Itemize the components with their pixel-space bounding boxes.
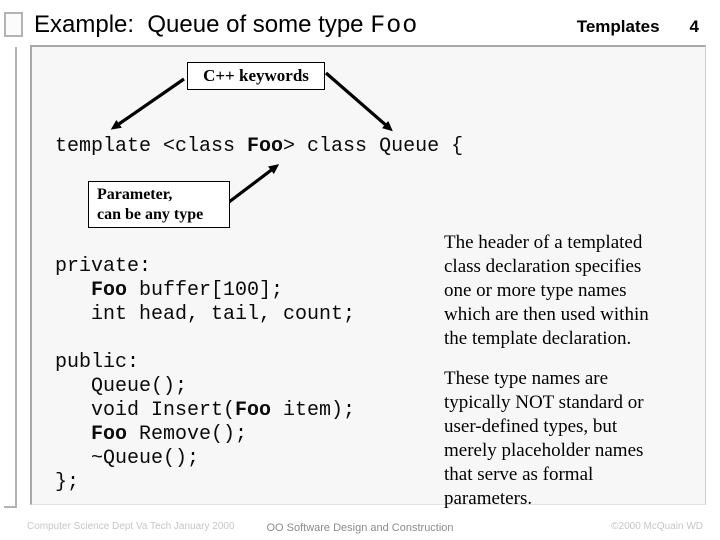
parameter-callout-line1: Parameter, — [97, 186, 173, 203]
code-line: ~Queue(); — [55, 447, 200, 470]
template-declaration-code: template <class Foo> class Queue { — [55, 135, 463, 159]
header-right: Templates 4 — [577, 17, 699, 37]
parameter-callout-line2: can be any type — [97, 206, 204, 223]
explanation-paragraph-1: The header of a templated class declarat… — [444, 232, 649, 349]
page-title-code-term: Foo — [370, 11, 419, 40]
left-rule-line — [15, 47, 17, 508]
page-number: 4 — [689, 17, 699, 36]
left-rule-line-foot — [4, 506, 17, 508]
page-title-text: Example: Queue of some type — [34, 11, 371, 38]
code-line: Queue(); — [55, 375, 188, 398]
footer-department: Computer Science Dept Va Tech January 20… — [27, 521, 235, 532]
section-label: Templates — [576, 17, 660, 36]
code-line: void Insert(Foo item); — [55, 399, 356, 422]
page-title: Example: Queue of some type Foo — [34, 9, 418, 42]
code-line: Foo buffer[100]; — [91, 279, 284, 302]
code-line: private: — [55, 255, 152, 278]
footer-copyright: ©2000 McQuain WD — [611, 521, 703, 532]
footer-course-title: OO Software Design and Construction — [266, 522, 454, 534]
code-line: int head, tail, count; — [55, 303, 356, 326]
code-line: }; — [55, 471, 80, 494]
explanation-paragraph-2: These type names are typically NOT stand… — [444, 368, 644, 509]
corner-square-decoration — [4, 12, 23, 37]
class-body-code: private: Foo buffer[100]; int head, tail… — [55, 255, 355, 495]
code-line: public: — [55, 351, 140, 374]
code-line: template <class Foo> class Queue { — [55, 135, 464, 158]
code-line — [55, 327, 355, 351]
keywords-callout-box: C++ keywords — [187, 62, 325, 90]
keywords-callout-label: C++ keywords — [203, 66, 309, 85]
code-line: Foo Remove(); — [91, 423, 248, 446]
parameter-callout-box: Parameter, can be any type — [88, 181, 230, 228]
